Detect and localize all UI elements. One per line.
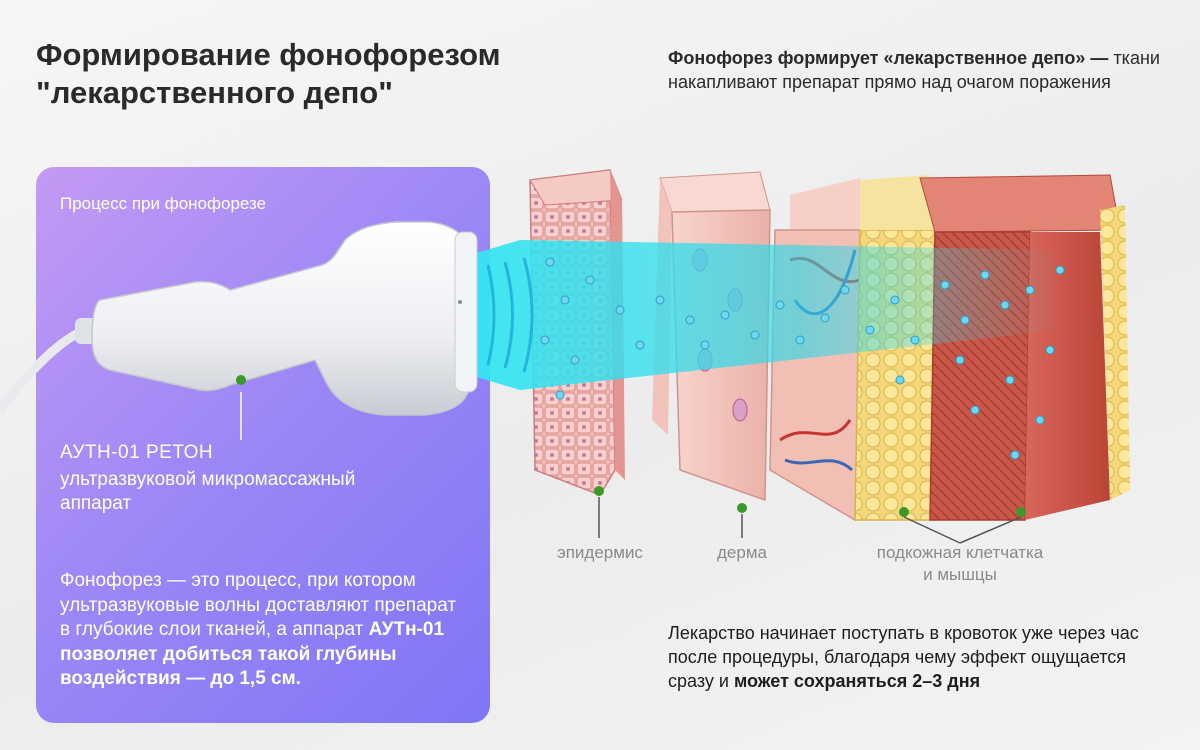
label-epidermis: эпидермис bbox=[557, 543, 643, 562]
marker-dermis bbox=[737, 503, 747, 538]
drug-droplets bbox=[540, 257, 1065, 460]
device-panel: Процесс при фонофорезе АУТН-01 РЕТОН уль… bbox=[36, 167, 490, 723]
bottom-note: Лекарство начинает поступать в кровоток … bbox=[668, 621, 1168, 693]
ultrasound-device bbox=[0, 221, 478, 416]
panel-body-bold: АУТн-01 позволяет добиться такой глубины… bbox=[60, 619, 445, 689]
bottom-note-text: Лекарство начинает поступать в кровоток … bbox=[668, 623, 1139, 691]
marker-epidermis bbox=[594, 486, 604, 538]
label-subcutaneous: подкожная клетчатка и мышцы bbox=[876, 543, 1044, 584]
ultrasound-beam bbox=[470, 240, 1060, 390]
panel-label: Процесс при фонофорезе bbox=[60, 194, 267, 213]
marker-subcutaneous bbox=[899, 507, 1026, 544]
bottom-note-bold: может сохраняться 2–3 дня bbox=[733, 671, 981, 691]
page-title: Формирование фонофорезом "лекарственного… bbox=[36, 37, 501, 110]
panel-body-text: Фонофорез — это процесс, при котором уль… bbox=[60, 570, 457, 640]
sound-waves bbox=[486, 257, 534, 373]
label-dermis: дерма bbox=[717, 543, 767, 562]
top-note-text: ткани накапливают препарат прямо над оча… bbox=[668, 48, 1160, 92]
top-note-bold: Фонофорез формирует «лекарственное депо»… bbox=[668, 48, 1109, 68]
panel-body: Фонофорез — это процесс, при котором уль… bbox=[60, 569, 470, 692]
muscle-block bbox=[919, 174, 1130, 521]
device-description: ультразвуковой микромассажный аппарат bbox=[60, 469, 356, 514]
device-name: АУТН-01 РЕТОН bbox=[60, 442, 214, 463]
marker-device bbox=[236, 375, 246, 440]
top-note: Фонофорез формирует «лекарственное депо»… bbox=[668, 46, 1168, 94]
